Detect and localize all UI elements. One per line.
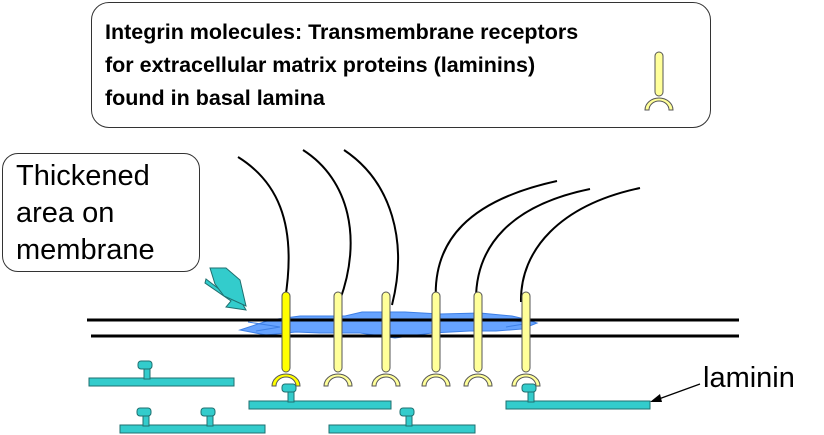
integrin-stalk [281,291,291,373]
laminin-knob-head [399,407,415,417]
laminin-knob-head [137,360,153,370]
laminin-bar [505,400,651,410]
cell-membrane [87,318,739,338]
thickened-arrow-head [209,267,247,307]
cytoskeleton-fiber [519,187,641,303]
integrin-legend-icon [644,51,674,111]
integrin-molecule [463,291,493,387]
integrin-cup [421,373,451,387]
arrows [204,267,701,402]
integrin-cup [511,373,541,387]
integrin-description: Integrin molecules: Transmembrane recept… [105,16,705,115]
laminin-bar [248,400,392,410]
laminin-knob-head [281,383,297,393]
integrin-icon [644,51,674,111]
integrin-cup [271,373,301,387]
integrin-molecule [421,291,451,387]
laminin-knob-head [200,407,216,417]
integrin-callout-box [91,2,711,128]
integrin-cup [644,97,674,111]
thickened-area-label: Thickened area on membrane [16,158,155,269]
cytoskeleton-fiber [434,180,558,303]
cytoskeleton-fiber [343,149,399,306]
laminin-bar [119,424,266,434]
cytoskeleton-fiber [237,156,290,301]
integrin-cup [371,373,401,387]
integrin-molecule [323,291,353,387]
integrin-line-3: found in basal lamina [105,86,325,110]
laminin-knob-head [136,407,152,417]
integrin-stalk [521,291,531,373]
integrin-stalk [333,291,343,373]
integrin-line-2: for extracellular matrix proteins (lamin… [105,53,536,77]
cytoskeleton-fibers [237,149,641,306]
integrin-stalk [381,291,391,373]
integrin-stalk [473,291,483,373]
integrin-stalk [431,291,441,373]
laminin-knob-head [521,383,537,393]
thickened-callout-box [2,153,200,272]
thickened-line-2: area on [16,197,115,229]
laminin-bar [328,424,476,434]
integrin-cup [463,373,493,387]
laminin-label: laminin [703,362,795,394]
integrin-molecule [271,291,301,387]
integrin-line-1: Integrin molecules: Transmembrane recept… [105,20,579,44]
integrin-molecules [271,291,541,387]
integrin-stalk [654,51,664,97]
integrin-molecule [511,291,541,387]
laminin-bar [88,377,235,387]
laminin-pointer-head [650,394,662,402]
integrin-molecule [371,291,401,387]
integrin-cup [323,373,353,387]
laminin-molecules [88,360,651,434]
cytoskeleton-fiber [474,188,591,303]
laminin-pointer-line [655,383,701,401]
thickened-line-3: membrane [16,234,155,266]
cytoskeleton-fiber [302,149,352,301]
thickened-line-1: Thickened [16,160,150,192]
